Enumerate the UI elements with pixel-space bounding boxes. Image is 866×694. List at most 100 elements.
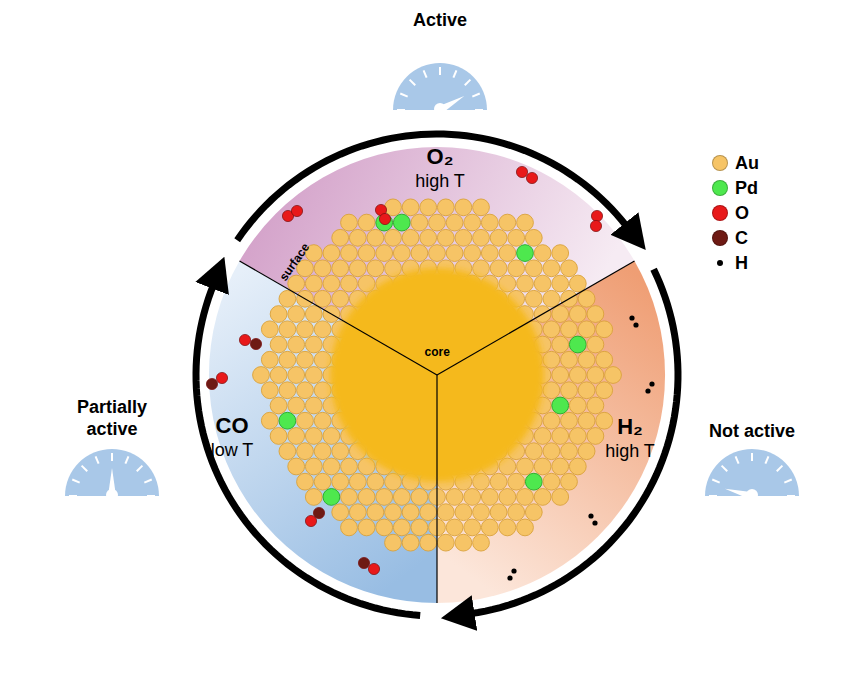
au-atom [517,489,534,506]
au-atom [569,428,586,445]
cycle-arrow [237,134,627,240]
au-atom [437,534,454,551]
au-atom [261,382,278,399]
au-atom [253,367,270,384]
au-atom [578,412,595,429]
h2-molecule [629,315,638,327]
au-atom [411,489,428,506]
au-atom [569,458,586,475]
atom-dot [516,166,527,177]
au-atom [473,534,490,551]
au-atom [481,245,498,262]
gauge-dial [393,63,487,110]
au-atom [385,504,402,521]
au-atom [587,428,604,445]
au-atom [393,519,410,536]
gauge-tick [787,495,795,497]
au-atom [455,199,472,216]
au-atom [490,504,507,521]
au-atom [525,290,542,307]
au-atom [420,199,437,216]
au-atom [508,504,525,521]
gas-sector: O₂high T [415,144,465,192]
au-atom [596,412,613,429]
gauge-tick [712,480,719,483]
temperature-condition: high T [605,440,655,462]
au-atom [270,428,287,445]
gauge-tick [784,480,791,483]
au-atom [349,473,366,490]
au-atom [270,306,287,323]
au-atom [332,504,349,521]
activity-label: Not active [709,420,795,442]
legend-label: Pd [735,177,758,199]
au-atom [279,290,296,307]
au-atom [499,275,516,292]
gauge-icon [393,63,487,115]
au-atom [402,229,419,246]
au-atom [552,275,569,292]
au-atom [578,351,595,368]
au-atom [508,260,525,277]
au-atom [349,260,366,277]
pd-atom [393,214,410,231]
au-atom [517,458,534,475]
au-atom [481,214,498,231]
au-atom [578,321,595,338]
au-atom [473,199,490,216]
au-atom [402,504,419,521]
h-dot [511,568,516,573]
au-atom [429,245,446,262]
legend-label: C [735,227,748,249]
au-atom [569,275,586,292]
legend-swatch-holder [711,205,729,221]
au-atom [605,367,622,384]
au-atom [552,428,569,445]
molecule [282,205,302,221]
au-atom [358,275,375,292]
au-atom [578,290,595,307]
au-atom [305,336,322,353]
gauge-tick [82,466,88,472]
au-atom [402,199,419,216]
au-atom [341,214,358,231]
au-atom [376,489,393,506]
au-atom [385,229,402,246]
au-atom [552,245,569,262]
au-atom [517,275,534,292]
h2-molecule [507,568,516,580]
gauge-tick [125,456,128,463]
gauge-tick [72,480,79,483]
au-atom [508,229,525,246]
au-atom [569,397,586,414]
au-atom [561,260,578,277]
au-atom [305,367,322,384]
au-atom [367,260,384,277]
au-atom [305,428,322,445]
h-dot [507,575,512,580]
gauge-tick [144,480,151,483]
au-atom [411,519,428,536]
molecule [358,557,379,574]
gauge-tick [722,466,728,472]
au-atom [437,504,454,521]
au-atom [587,306,604,323]
au-atom [561,443,578,460]
atom-dot [305,515,316,526]
au-atom [314,412,331,429]
au-atom [473,229,490,246]
molecule [590,210,602,231]
gauge-tick [777,466,783,472]
gauge-tick [472,94,479,97]
au-atom [464,214,481,231]
au-atom [332,290,349,307]
au-atom [349,229,366,246]
au-atom [420,229,437,246]
activity-label: Active [413,9,467,31]
au-atom [534,275,551,292]
pd-atom [279,412,296,429]
molecule [516,166,537,183]
gauge-tick [709,495,717,497]
gauge-dial [65,449,159,496]
au-atom [464,489,481,506]
